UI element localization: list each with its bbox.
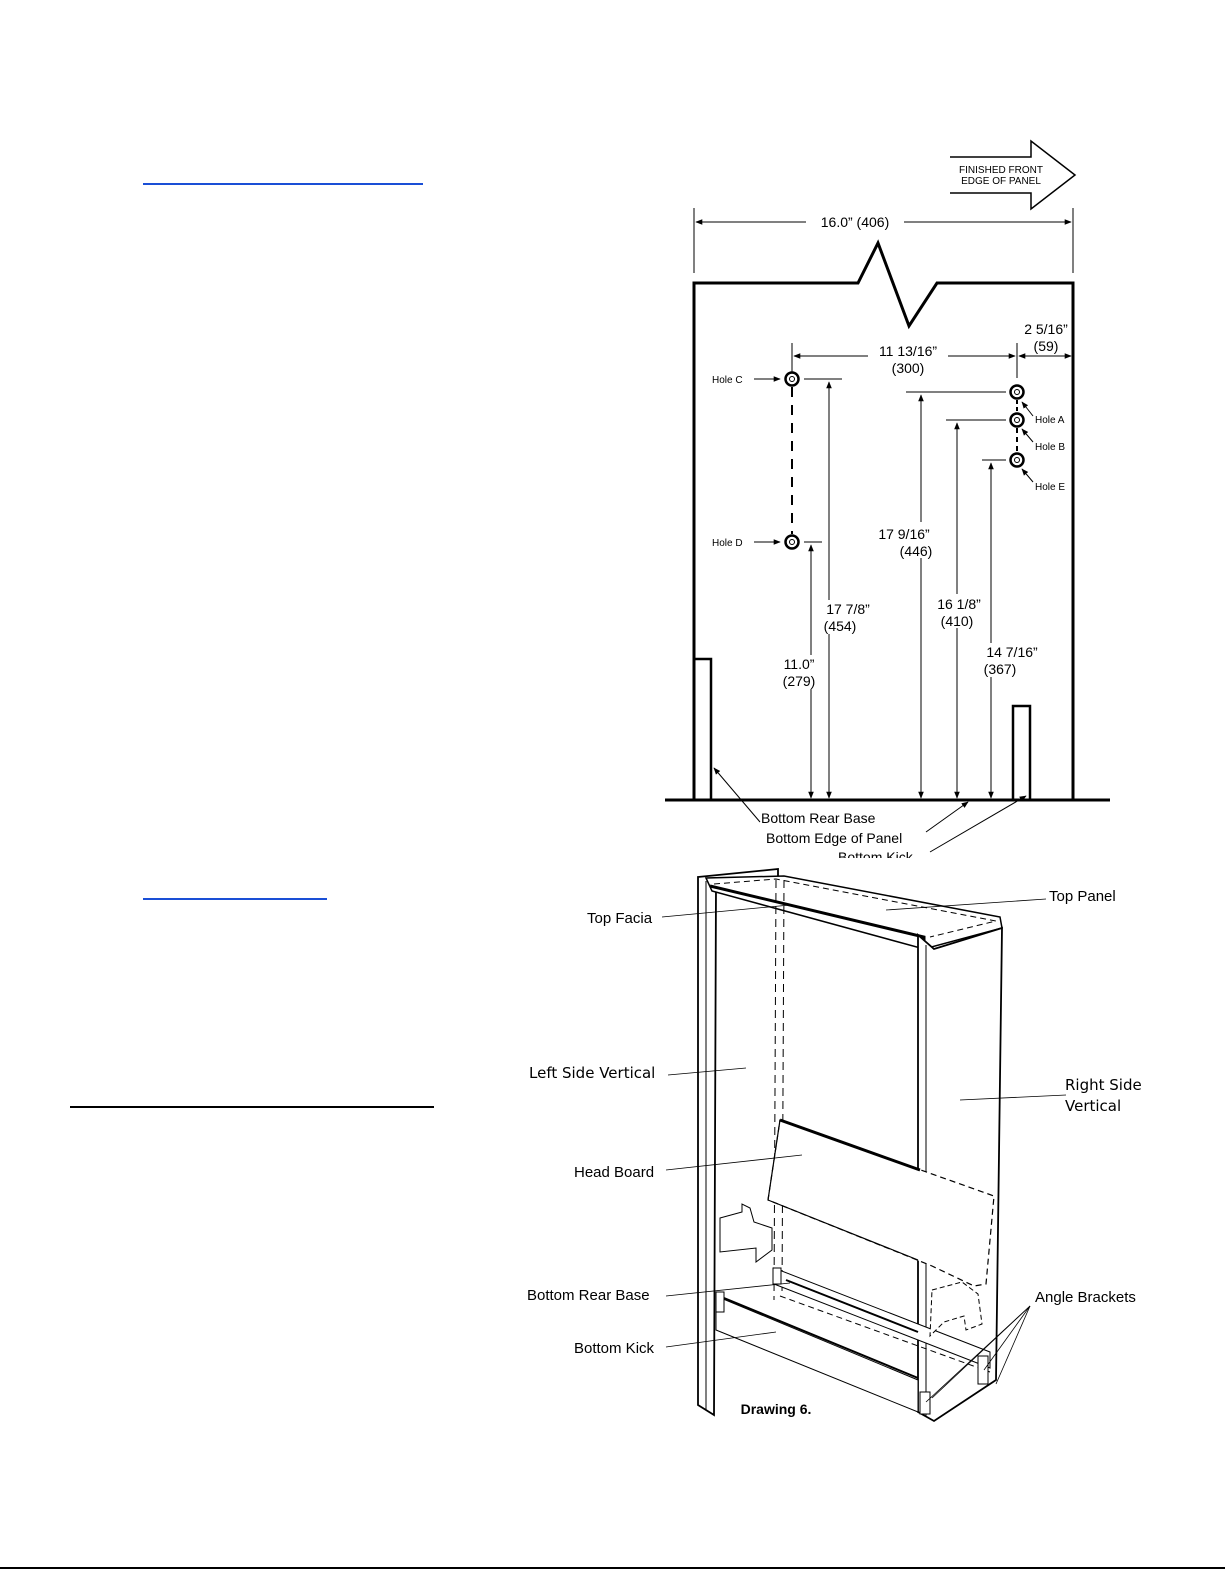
hole-b <box>1009 412 1025 428</box>
label-right-side-line2: Vertical <box>1065 1097 1121 1115</box>
label-bottom-rear-base-top: Bottom Rear Base <box>761 810 876 826</box>
svg-text:(59): (59) <box>1034 338 1059 354</box>
hole-c <box>784 371 800 387</box>
finished-front-arrow-icon <box>950 139 1077 211</box>
dim-11-13-16: 11 13/16” <box>879 343 937 359</box>
dim-17-7-8: 17 7/8” <box>826 601 870 617</box>
footer-rule <box>0 1567 1225 1569</box>
svg-text:(279): (279) <box>783 673 816 689</box>
cabinet-isometric-drawing: Top Facia Top Panel Left Side Vertical R… <box>527 868 1142 1423</box>
label-head-board: Head Board <box>574 1164 654 1181</box>
rear-base-section <box>692 657 713 802</box>
hole-e <box>1009 452 1025 468</box>
width-dimension: 16.0” (406) <box>821 214 889 230</box>
label-bottom-rear-base: Bottom Rear Base <box>527 1287 650 1304</box>
hole-d-label: Hole D <box>712 538 743 549</box>
label-left-side-vertical: Left Side Vertical <box>529 1064 655 1082</box>
svg-text:(454): (454) <box>824 618 857 634</box>
dim-14-7-16: 14 7/16” <box>986 644 1038 660</box>
label-right-side-line1: Right Side <box>1065 1076 1142 1094</box>
hole-e-label: Hole E <box>1035 482 1065 493</box>
dim-17-9-16: 17 9/16” <box>878 526 930 542</box>
side-panel-outline <box>692 239 1075 800</box>
svg-text:(446): (446) <box>900 543 933 559</box>
svg-text:(300): (300) <box>892 360 925 376</box>
svg-text:(367): (367) <box>984 661 1017 677</box>
hole-c-label: Hole C <box>712 375 743 386</box>
label-angle-brackets: Angle Brackets <box>1035 1289 1136 1306</box>
dim-16-1-8: 16 1/8” <box>937 596 981 612</box>
label-bottom-kick: Bottom Kick <box>574 1340 655 1357</box>
dim-2-5-16: 2 5/16” <box>1024 321 1068 337</box>
hole-a <box>1009 384 1025 400</box>
section-rule <box>70 1106 434 1108</box>
hyperlink-underline-2[interactable] <box>143 898 327 900</box>
dim-11-0: 11.0” <box>784 656 815 672</box>
hole-d <box>784 534 800 550</box>
hole-b-label: Hole B <box>1035 442 1065 453</box>
label-top-facia: Top Facia <box>587 910 653 927</box>
label-top-panel: Top Panel <box>1049 888 1116 905</box>
arrow-label-line1: FINISHED FRONT <box>959 165 1043 176</box>
hole-a-label: Hole A <box>1035 415 1065 426</box>
svg-text:(410): (410) <box>941 613 974 629</box>
hole-layout-drawing: FINISHED FRONT EDGE OF PANEL 16.0” (406)… <box>660 139 1120 872</box>
hyperlink-underline-1[interactable] <box>143 183 423 185</box>
label-bottom-edge-of-panel: Bottom Edge of Panel <box>766 830 902 846</box>
arrow-label-line2: EDGE OF PANEL <box>961 176 1041 187</box>
kick-section <box>1011 704 1032 802</box>
drawing-caption: Drawing 6. <box>741 1401 812 1417</box>
